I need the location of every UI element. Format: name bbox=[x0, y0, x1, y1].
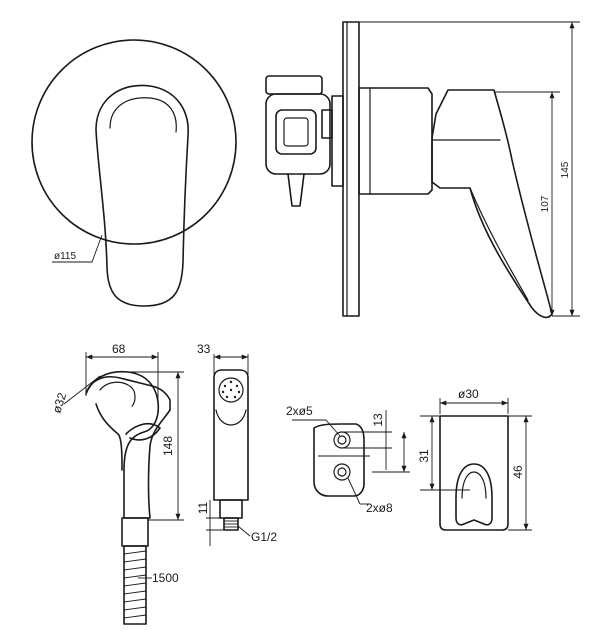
elbow-flange bbox=[331, 95, 344, 187]
bracket-back-plate bbox=[313, 423, 365, 497]
elbow-body bbox=[265, 93, 331, 175]
thread-size-label: G1/2 bbox=[251, 530, 277, 544]
elbow-outlet bbox=[287, 173, 305, 207]
dim-13-label: 13 bbox=[371, 413, 385, 427]
hose bbox=[123, 545, 147, 625]
thread-hatch bbox=[224, 520, 238, 528]
rosette-leader bbox=[52, 234, 103, 263]
dim-33-label: 33 bbox=[197, 342, 211, 356]
side-neck bbox=[219, 499, 243, 519]
dim-32-leader bbox=[63, 375, 101, 405]
holder-body bbox=[439, 415, 509, 531]
hole-top-inner bbox=[337, 435, 347, 445]
thread-leader bbox=[237, 525, 251, 537]
handshower-side: 33 11 G1/2 bbox=[196, 342, 277, 546]
handshower-head-detail bbox=[99, 381, 136, 407]
dim-148-label: 148 bbox=[161, 436, 175, 456]
dim-107-label: 107 bbox=[540, 195, 551, 212]
dim-11-label: 11 bbox=[196, 501, 210, 514]
elbow-port-inner bbox=[283, 117, 309, 147]
spray-face bbox=[218, 377, 244, 403]
elbow-port bbox=[275, 109, 317, 155]
small-holes-leader bbox=[325, 419, 341, 437]
hose-length-label: 1500 bbox=[152, 571, 179, 585]
small-holes-label: 2xø5 bbox=[286, 404, 313, 418]
elbow-top bbox=[265, 75, 323, 95]
side-lever-underside bbox=[469, 187, 529, 301]
handshower-grip-edge bbox=[95, 403, 123, 471]
holder-cradle-inner bbox=[461, 471, 487, 499]
large-holes-leader bbox=[347, 477, 361, 505]
hole-top-outer bbox=[333, 431, 351, 449]
bracket-back: 2xø5 2xø8 13 bbox=[286, 404, 410, 515]
handshower-side-body bbox=[213, 369, 249, 501]
side-view: 145 107 bbox=[265, 21, 580, 319]
rosette-outline bbox=[31, 39, 237, 245]
large-holes-label: 2xø8 bbox=[366, 501, 393, 515]
dim-46-label: 46 bbox=[511, 465, 525, 479]
dim-68-label: 68 bbox=[112, 342, 126, 356]
rosette-diameter-label: ø115 bbox=[54, 251, 76, 262]
holder-cradle bbox=[455, 463, 493, 526]
dim-32-label: ø32 bbox=[50, 391, 70, 415]
hose-ribbing bbox=[123, 550, 147, 619]
bracket-front: ø30 31 46 bbox=[417, 387, 532, 531]
dim-31-label: 31 bbox=[417, 449, 431, 463]
hole-bottom-outer bbox=[333, 463, 351, 481]
dim-145-label: 145 bbox=[560, 161, 571, 178]
dim-30-label: ø30 bbox=[458, 387, 479, 401]
handshower-neck bbox=[121, 517, 149, 547]
handshower-front: 68 ø32 148 1500 bbox=[50, 342, 184, 625]
hole-bottom-inner bbox=[337, 467, 347, 477]
wall-plate bbox=[342, 21, 360, 317]
front-lever bbox=[95, 84, 189, 307]
handshower-trigger bbox=[125, 422, 161, 441]
front-view: ø115 bbox=[31, 39, 237, 307]
handshower-body bbox=[85, 370, 171, 519]
front-lever-highlight bbox=[109, 97, 177, 133]
valve-body bbox=[358, 87, 433, 195]
side-lever bbox=[431, 89, 553, 319]
side-curve bbox=[215, 409, 247, 426]
spray-nozzles bbox=[221, 380, 241, 399]
